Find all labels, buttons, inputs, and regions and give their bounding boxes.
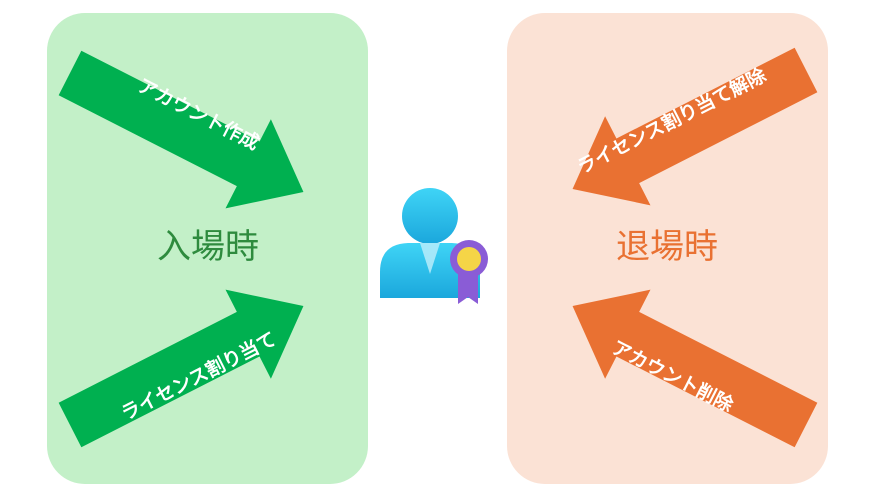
user-head [402,188,458,244]
user-collar [420,243,440,274]
badge-medal [457,247,481,271]
user-with-certificate-badge-icon [380,188,488,304]
offboarding-title: 退場時 [616,227,718,267]
badge-ribbon [458,272,478,304]
onboarding-panel [47,13,368,484]
offboarding-panel [507,13,828,484]
onboarding-title: 入場時 [157,227,259,267]
